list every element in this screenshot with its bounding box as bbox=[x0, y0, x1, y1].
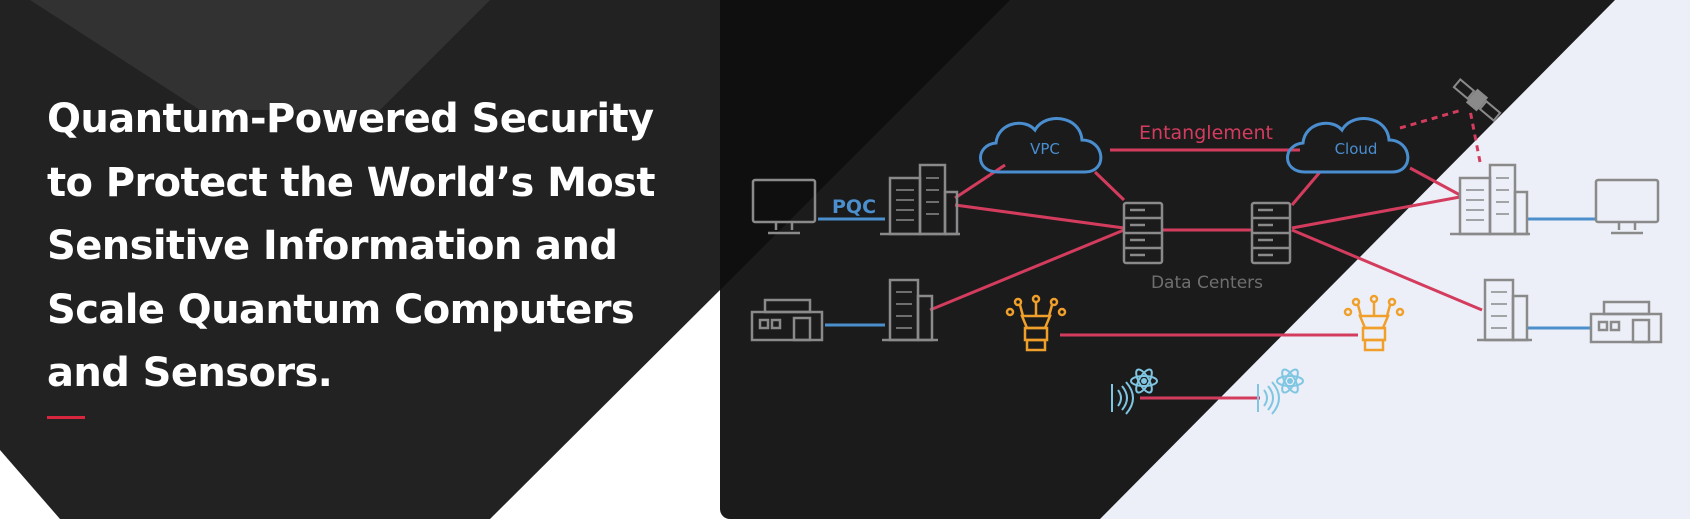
server-rack-icon bbox=[1250, 201, 1292, 265]
quantum-links bbox=[929, 108, 1483, 400]
quantum-sensor-icon bbox=[1257, 368, 1304, 415]
cloud-icon bbox=[1286, 117, 1410, 174]
panel-light-triangle bbox=[1100, 0, 1690, 519]
link-dc2-building-right-lower bbox=[1291, 228, 1483, 312]
link-dc2-cloud bbox=[1290, 171, 1322, 206]
monitor-icon bbox=[751, 178, 817, 235]
monitor-icon bbox=[1594, 178, 1660, 235]
dark-diagonal-shape bbox=[0, 0, 720, 519]
cloud-icon bbox=[979, 117, 1103, 174]
entanglement-label: Entanglement bbox=[1139, 122, 1273, 144]
vpc-label: VPC bbox=[1030, 140, 1060, 158]
building-icon bbox=[882, 278, 938, 342]
light-diamond-shape bbox=[30, 0, 490, 110]
panel-dark-wedge bbox=[720, 0, 1010, 290]
link-vpc-dc1 bbox=[1093, 170, 1126, 202]
link-cloud-building-right bbox=[1409, 166, 1461, 197]
white-corner-shape bbox=[0, 450, 60, 519]
hero-title: Quantum-Powered Security to Protect the … bbox=[47, 96, 656, 396]
server-rack-icon bbox=[1122, 201, 1164, 265]
building-icon bbox=[1450, 163, 1530, 236]
warehouse-icon bbox=[1589, 300, 1663, 344]
cloud-label: Cloud bbox=[1335, 140, 1378, 158]
network-diagram-panel: PQC VPC Entanglement Cloud Data Centers bbox=[720, 0, 1690, 519]
satellite-icon bbox=[1452, 78, 1502, 122]
pqc-label: PQC bbox=[832, 196, 876, 218]
link-building2-dc1 bbox=[929, 228, 1125, 312]
quantum-computer-icon bbox=[1343, 294, 1405, 352]
classical-links bbox=[818, 217, 1595, 330]
hero-text-block: Quantum-Powered Security to Protect the … bbox=[47, 88, 687, 406]
link-dc2-building-right bbox=[1291, 195, 1461, 230]
accent-rule bbox=[47, 416, 85, 419]
link-satellite-building bbox=[1468, 109, 1482, 163]
building-icon bbox=[1477, 278, 1532, 342]
data-centers-label: Data Centers bbox=[1151, 273, 1263, 293]
quantum-computer-icon bbox=[1005, 294, 1067, 352]
quantum-sensor-icon bbox=[1111, 368, 1158, 415]
warehouse-icon bbox=[750, 298, 824, 342]
building-icon bbox=[880, 163, 960, 236]
network-diagram: PQC VPC Entanglement Cloud Data Centers bbox=[720, 0, 1690, 519]
link-building-dc1 bbox=[954, 203, 1125, 230]
